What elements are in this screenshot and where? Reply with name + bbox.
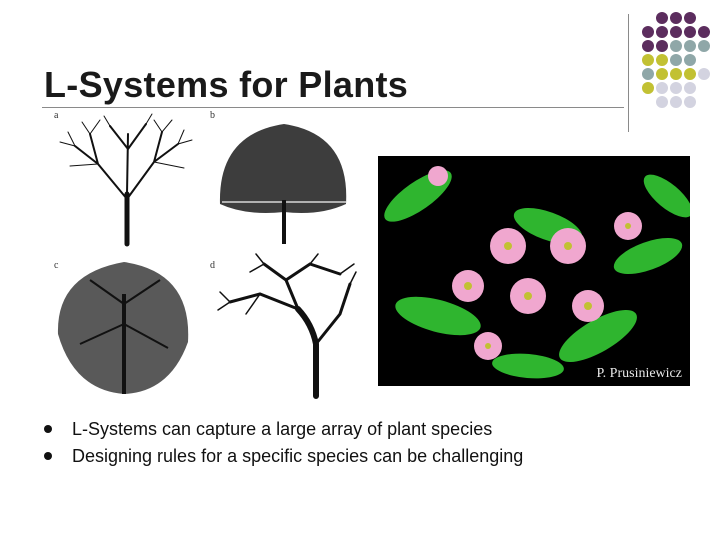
bullet-marker <box>44 425 52 433</box>
decorative-dot <box>656 40 668 52</box>
decorative-dot-grid <box>642 12 710 108</box>
decorative-dot <box>670 12 682 24</box>
bullet-item: Designing rules for a specific species c… <box>44 443 523 470</box>
bullet-marker <box>44 452 52 460</box>
decorative-dot <box>642 68 654 80</box>
decorative-dot <box>684 82 696 94</box>
decorative-dot <box>656 82 668 94</box>
flower-illustration <box>384 166 693 379</box>
decorative-dot <box>670 40 682 52</box>
decorative-dot <box>642 54 654 66</box>
decorative-dot <box>656 54 668 66</box>
decorative-dot <box>698 68 710 80</box>
decorative-dot <box>656 12 668 24</box>
decorative-dot <box>642 26 654 38</box>
corner-divider <box>628 14 629 132</box>
decorative-dot <box>670 54 682 66</box>
tree-illustrations: a b c d <box>54 110 357 399</box>
decorative-dot <box>698 26 710 38</box>
bullet-item: L-Systems can capture a large array of p… <box>44 416 523 443</box>
tree-b: b <box>210 110 347 244</box>
decorative-dot <box>642 82 654 94</box>
decorative-dot <box>642 40 654 52</box>
tree-c: c <box>54 260 189 394</box>
decorative-dot <box>684 68 696 80</box>
tree-label-d: d <box>210 260 215 271</box>
decorative-dot <box>684 40 696 52</box>
title-divider <box>42 107 624 108</box>
flower-render-image: P. Prusiniewicz <box>378 156 693 386</box>
decorative-dot <box>656 68 668 80</box>
tree-label-b: b <box>210 110 215 121</box>
slide-title: L-Systems for Plants <box>44 64 409 105</box>
decorative-dot <box>670 26 682 38</box>
decorative-dot <box>670 96 682 108</box>
decorative-dot <box>656 26 668 38</box>
bullet-list: L-Systems can capture a large array of p… <box>44 416 523 470</box>
tree-d: d <box>210 253 357 399</box>
image-credit: P. Prusiniewicz <box>596 366 682 381</box>
decorative-dot <box>670 82 682 94</box>
tree-a: a <box>54 110 193 247</box>
bullet-text: Designing rules for a specific species c… <box>72 446 524 466</box>
decorative-dot <box>656 96 668 108</box>
decorative-dot <box>684 26 696 38</box>
decorative-dot <box>684 54 696 66</box>
tree-label-c: c <box>54 260 59 271</box>
decorative-dot <box>670 68 682 80</box>
tree-label-a: a <box>54 110 59 121</box>
bullet-text: L-Systems can capture a large array of p… <box>72 419 493 439</box>
decorative-dot <box>684 12 696 24</box>
decorative-dot <box>698 40 710 52</box>
decorative-dot <box>684 96 696 108</box>
